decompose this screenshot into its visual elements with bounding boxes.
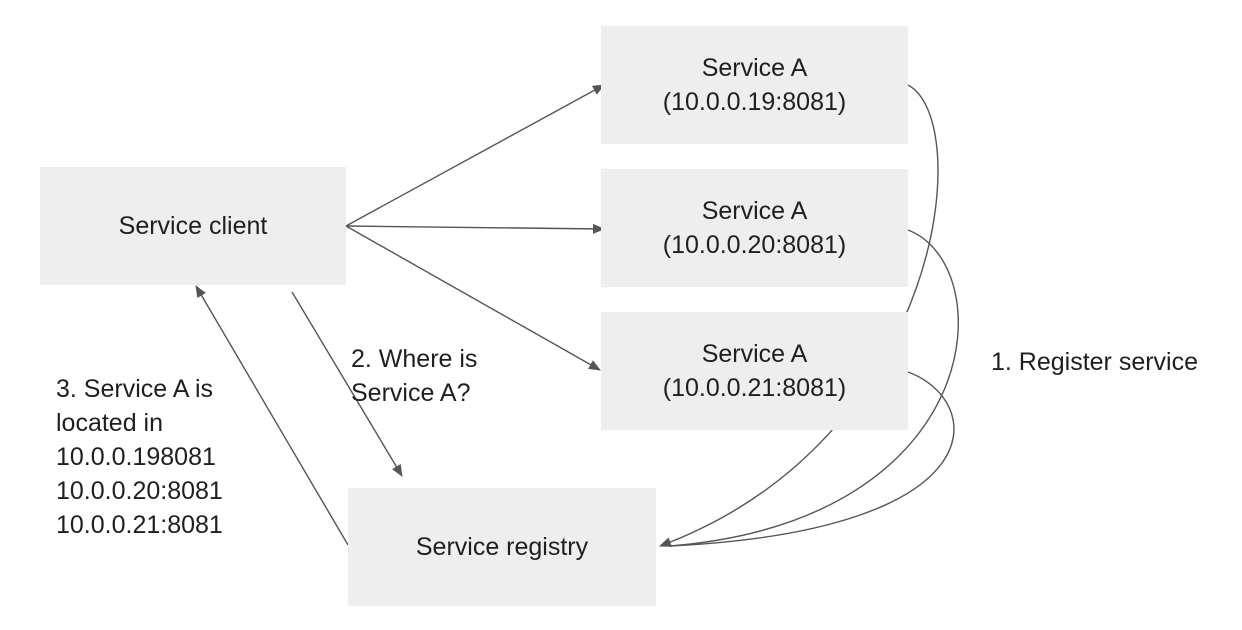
service-client-label: Service client <box>118 212 268 240</box>
response-line-5: 10.0.0.21:8081 <box>56 511 223 539</box>
curve-register-service-a-1 <box>659 84 939 547</box>
service-a-instance-3-box: Service A (10.0.0.21:8081) <box>601 312 908 430</box>
curve-register-service-a-3 <box>669 371 955 547</box>
service-a-3-address: (10.0.0.21:8081) <box>662 374 847 402</box>
curve-register-service-a-2 <box>669 229 959 547</box>
service-registry-box: Service registry <box>348 488 656 606</box>
service-client-box: Service client <box>40 167 346 285</box>
service-a-1-address: (10.0.0.19:8081) <box>662 88 847 116</box>
service-a-1-name: Service A <box>701 54 808 82</box>
register-service-text: 1. Register service <box>991 348 1199 376</box>
response-line-3: 10.0.0.198081 <box>56 443 216 471</box>
response-label: 3. Service A is located in 10.0.0.198081… <box>56 372 223 542</box>
register-service-label: 1. Register service <box>991 345 1198 379</box>
response-line-2: located in <box>56 409 164 437</box>
query-label: 2. Where is Service A? <box>351 342 477 410</box>
service-a-2-name: Service A <box>701 197 808 225</box>
arrow-client-to-service-a-2 <box>345 223 605 234</box>
service-a-3-name: Service A <box>701 340 808 368</box>
query-line-2: Service A? <box>351 379 471 407</box>
service-a-instance-2-box: Service A (10.0.0.20:8081) <box>601 169 908 287</box>
response-line-4: 10.0.0.20:8081 <box>56 477 223 505</box>
arrow-response-to-client <box>195 285 349 546</box>
arrow-query-to-registry <box>291 291 403 477</box>
service-a-instance-1-box: Service A (10.0.0.19:8081) <box>601 26 908 144</box>
arrow-client-to-service-a-3 <box>345 225 601 371</box>
arrow-client-to-service-a-1 <box>345 84 605 227</box>
response-line-1: 3. Service A is <box>56 375 214 403</box>
query-line-1: 2. Where is <box>351 345 478 373</box>
service-registry-label: Service registry <box>415 533 589 561</box>
service-a-2-address: (10.0.0.20:8081) <box>662 231 847 259</box>
